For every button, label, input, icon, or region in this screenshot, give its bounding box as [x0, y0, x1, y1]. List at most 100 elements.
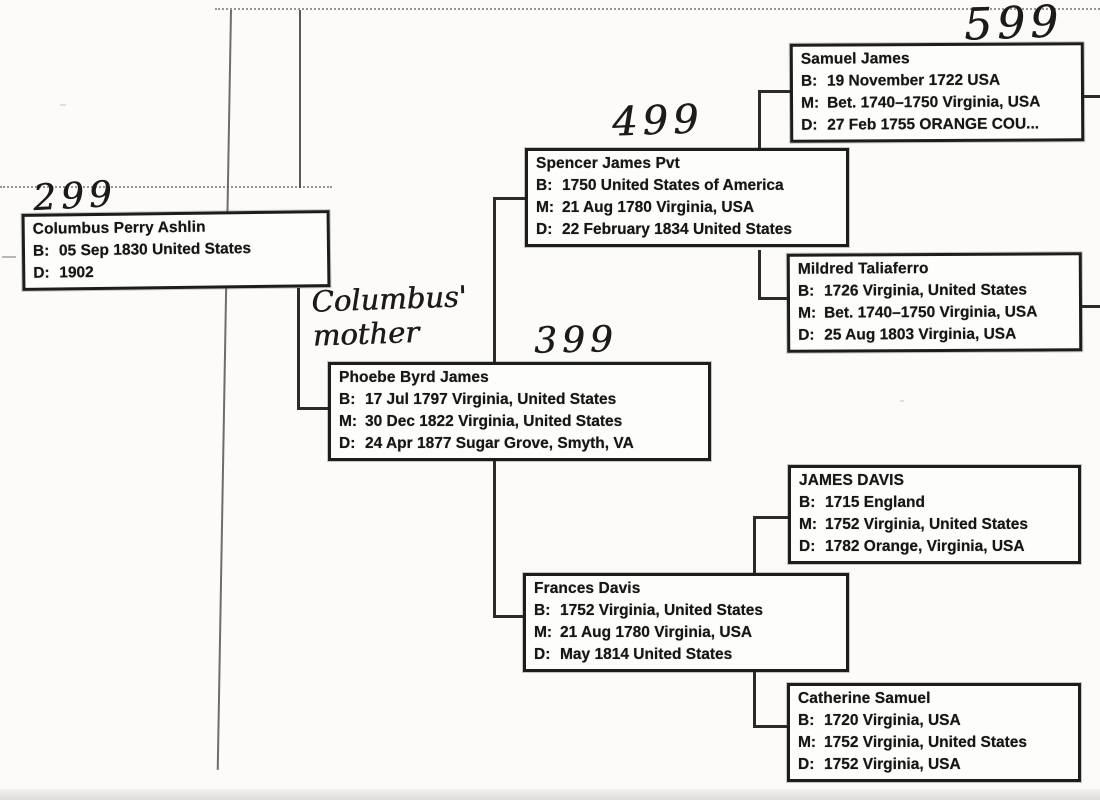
connector-columbus-to-phoebe-v	[297, 288, 300, 410]
marriage-label: M:	[339, 413, 358, 430]
death-row: D:1752 Virginia, USA	[798, 754, 1070, 776]
scan-edge-shadow	[0, 789, 1100, 800]
death-value: 25 Aug 1803 Virginia, USA	[824, 325, 1017, 344]
marriage-value: Bet. 1740–1750 Virginia, USA	[824, 303, 1038, 322]
death-value: May 1814 United States	[560, 646, 733, 663]
person-name: JAMES DAVIS	[799, 472, 905, 489]
birth-value: 1752 Virginia, United States	[560, 602, 764, 619]
person-name: Spencer James Pvt	[536, 155, 680, 172]
connector-phoebe-to-frances-h	[493, 615, 525, 618]
birth-label: B:	[534, 602, 551, 619]
person-name: Phoebe Byrd James	[339, 369, 489, 386]
marriage-row: M: 1752 Virginia, United States	[799, 514, 1070, 536]
birth-row: B: 1715 England	[799, 492, 1070, 514]
birth-row: B: 1726 Virginia, United States	[798, 279, 1071, 302]
death-value: 22 February 1834 United States	[562, 221, 793, 238]
person-box-spencer-james-pvt: Spencer James Pvt B: 1750 United States o…	[525, 148, 849, 247]
connector-phoebe-to-spencer-h	[493, 197, 527, 200]
connector-frances-to-james-h	[753, 516, 790, 519]
scan-speck	[900, 400, 904, 402]
birth-value: 1750 United States of America	[562, 177, 784, 194]
birth-value: 1715 England	[825, 494, 925, 511]
birth-value: 1726 Virginia, United States	[823, 281, 1027, 300]
connector-samuel-right-stub	[1078, 95, 1100, 98]
death-label: D:	[798, 326, 815, 344]
scan-left-line	[0, 186, 332, 188]
handwritten-number-499: 499	[611, 96, 705, 146]
death-label: D:	[799, 538, 816, 555]
handwritten-number-299: 299	[31, 173, 118, 220]
person-box-phoebe-byrd-james: Phoebe Byrd James B:17 Jul 1797 Virginia…	[328, 362, 711, 461]
person-box-columbus-perry-ashlin: Columbus Perry Ashlin B:05 Sep 1830 Unit…	[21, 210, 331, 291]
handwritten-number-399: 399	[533, 319, 619, 362]
marriage-label: M:	[798, 304, 817, 322]
marriage-value: 1752 Virginia, United States	[824, 734, 1028, 751]
connector-phoebe-to-spencer-v	[493, 197, 496, 364]
connector-spencer-to-mildred-h	[758, 297, 789, 300]
handwritten-note-line2: mother	[312, 314, 420, 353]
death-value: 27 Feb 1755 ORANGE COU...	[827, 115, 1040, 134]
death-value: 24 Apr 1877 Sugar Grove, Smyth, VA	[365, 435, 634, 452]
handwritten-note-line1: Columbus'	[310, 279, 468, 319]
scan-crease-line-short	[299, 10, 301, 188]
death-value: 1902	[59, 264, 94, 282]
death-row: D: 22 February 1834 United States	[536, 219, 838, 241]
marriage-value: Bet. 1740–1750 Virginia, USA	[827, 93, 1041, 112]
death-label: D:	[801, 116, 818, 134]
person-name: Frances Davis	[534, 580, 641, 597]
birth-row: B: 1750 United States of America	[536, 175, 838, 197]
marriage-label: M:	[799, 516, 818, 533]
person-name: Mildred Taliaferro	[797, 260, 929, 278]
marriage-row: M: 30 Dec 1822 Virginia, United States	[339, 411, 700, 433]
marriage-label: M:	[536, 199, 555, 216]
marriage-value: 21 Aug 1780 Virginia, USA	[562, 199, 755, 216]
connector-spencer-to-mildred-v	[758, 250, 761, 300]
scan-speck	[2, 256, 16, 258]
death-label: D:	[536, 221, 553, 238]
birth-label: B:	[32, 242, 50, 260]
birth-label: B:	[797, 282, 815, 300]
marriage-value: 1752 Virginia, United States	[825, 516, 1029, 533]
marriage-row: M: Bet. 1740–1750 Virginia, USA	[801, 91, 1073, 114]
connector-mildred-right-stub	[1076, 305, 1100, 308]
person-box-mildred-taliaferro: Mildred Taliaferro B: 1726 Virginia, Unit…	[786, 252, 1083, 353]
death-label: D:	[33, 264, 50, 282]
person-box-samuel-james: Samuel James B:19 November 1722 USA M:Be…	[789, 42, 1085, 143]
birth-label: B:	[799, 494, 816, 511]
connector-spencer-to-samuel-v	[758, 90, 761, 150]
death-row: D: 1782 Orange, Virginia, USA	[799, 536, 1070, 558]
marriage-value: 21 Aug 1780 Virginia, USA	[560, 624, 753, 641]
connector-spencer-to-samuel-h	[758, 90, 792, 93]
marriage-label: M:	[801, 94, 820, 112]
death-row: D: 24 Apr 1877 Sugar Grove, Smyth, VA	[339, 433, 700, 455]
marriage-label: M:	[798, 734, 817, 751]
connector-frances-to-catherine-v	[753, 670, 756, 728]
death-row: D: 25 Aug 1803 Virginia, USA	[798, 323, 1071, 346]
marriage-row: M: 1752 Virginia, United States	[798, 732, 1070, 754]
birth-value: 17 Jul 1797 Virginia, United States	[365, 391, 617, 408]
marriage-value: 30 Dec 1822 Virginia, United States	[365, 413, 623, 430]
death-label: D:	[339, 435, 356, 452]
death-row: D: 1902	[33, 259, 319, 284]
birth-value: 19 November 1722 USA	[826, 71, 1001, 90]
death-value: 1752 Virginia, USA	[824, 756, 961, 773]
birth-row: B: 1752 Virginia, United States	[534, 600, 838, 622]
birth-value: 1720 Virginia, USA	[824, 712, 961, 729]
person-name: Catherine Samuel	[798, 690, 931, 707]
connector-columbus-to-phoebe-h	[297, 407, 330, 410]
person-box-catherine-samuel: Catherine Samuel B:1720 Virginia, USA M:…	[787, 683, 1081, 782]
birth-label: B:	[800, 72, 818, 90]
scan-crease-line	[216, 9, 232, 770]
birth-label: B:	[536, 177, 553, 194]
person-box-frances-davis: Frances Davis B: 1752 Virginia, United St…	[523, 573, 849, 672]
death-row: D:May 1814 United States	[534, 644, 838, 666]
birth-row: B:17 Jul 1797 Virginia, United States	[339, 389, 700, 411]
person-box-james-davis: JAMES DAVIS B: 1715 England M: 1752 Virgin…	[788, 465, 1081, 564]
connector-frances-to-catherine-h	[753, 725, 789, 728]
birth-row: B:1720 Virginia, USA	[798, 710, 1070, 732]
handwritten-number-599: 599	[963, 0, 1064, 51]
death-value: 1782 Orange, Virginia, USA	[825, 538, 1025, 555]
marriage-row: M: 21 Aug 1780 Virginia, USA	[536, 197, 838, 219]
marriage-row: M:21 Aug 1780 Virginia, USA	[534, 622, 838, 644]
